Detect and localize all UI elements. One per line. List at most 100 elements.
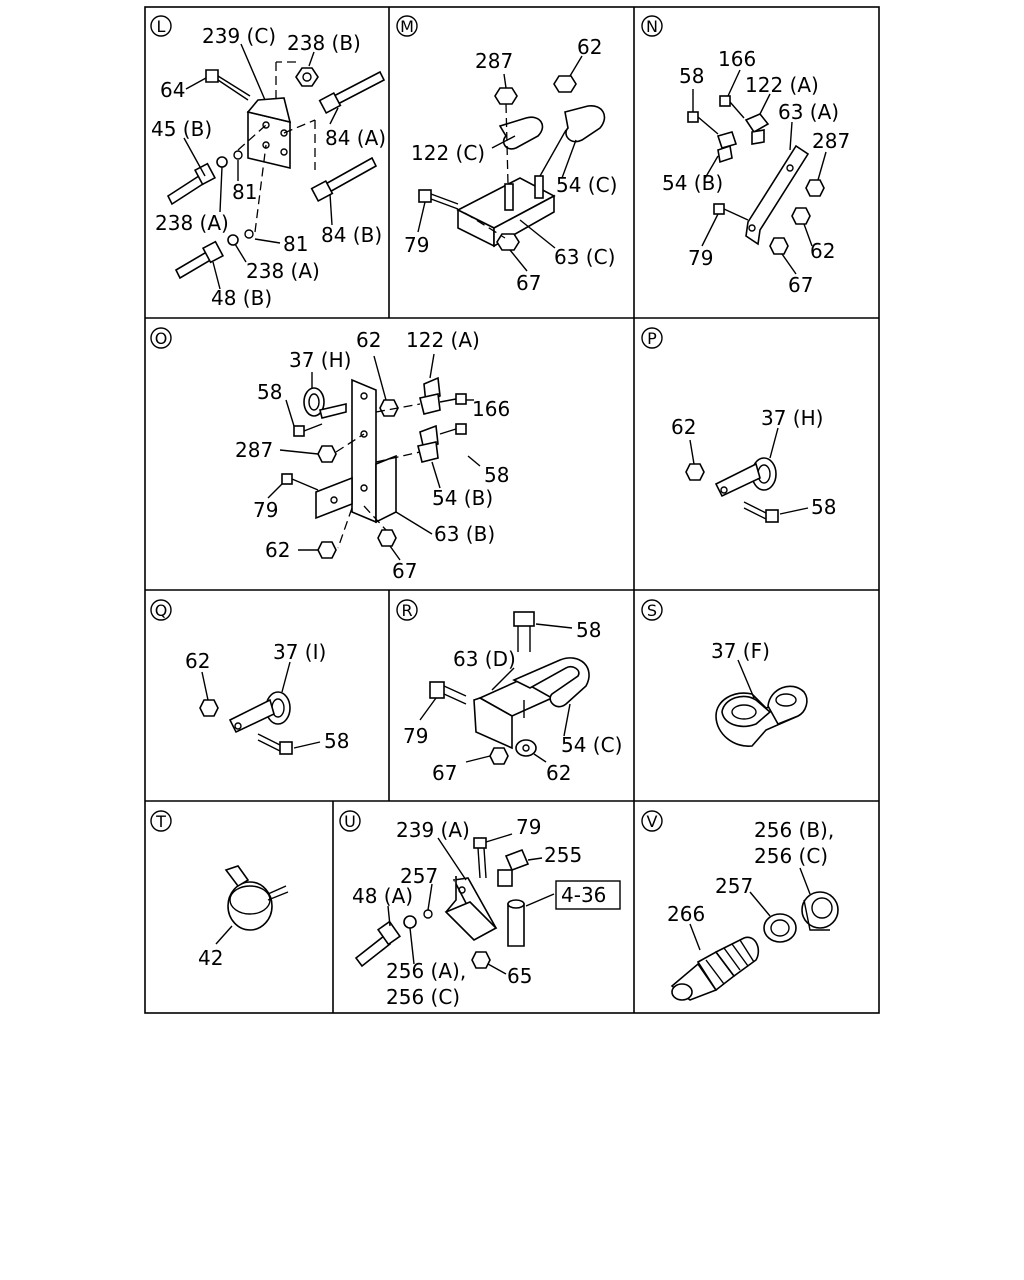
- washer-icon: [763, 913, 797, 943]
- label-79: 79: [403, 724, 428, 748]
- panel-q: Q 62 37 (I) 58: [150, 599, 349, 755]
- label-122a: 122 (A): [745, 73, 819, 97]
- nut-icon: [379, 399, 399, 417]
- nut-icon: [769, 237, 789, 255]
- bolt-icon: [473, 837, 487, 849]
- label-42: 42: [198, 946, 223, 970]
- panel-id: T: [155, 812, 166, 831]
- label-63a: 63 (A): [778, 100, 839, 124]
- label-238a: 238 (A): [246, 259, 320, 283]
- label-79: 79: [253, 498, 278, 522]
- nut-icon: [553, 75, 577, 93]
- clamp-icon: [716, 131, 738, 149]
- label-79: 79: [516, 815, 541, 839]
- label-62: 62: [577, 35, 602, 59]
- clamp-icon: [512, 657, 590, 708]
- bolt-icon: [205, 69, 219, 83]
- bolt-icon: [281, 473, 293, 485]
- label-79: 79: [404, 233, 429, 257]
- bolt-icon: [455, 393, 467, 405]
- label-37h: 37 (H): [289, 348, 351, 372]
- label-58: 58: [811, 495, 836, 519]
- label-63b: 63 (B): [434, 522, 495, 546]
- label-54b: 54 (B): [662, 171, 723, 195]
- label-58: 58: [484, 463, 509, 487]
- bolt-icon: [429, 681, 445, 699]
- label-58: 58: [576, 618, 601, 642]
- label-256c: 256 (C): [754, 844, 828, 868]
- panel-m: M 287 62 122 (C) 54 (C) 79 63 (: [396, 15, 617, 295]
- label-255: 255: [544, 843, 582, 867]
- label-63c: 63 (C): [554, 245, 615, 269]
- panel-s: S 37 (F): [641, 599, 808, 747]
- panel-grid: [144, 6, 880, 1014]
- label-122a: 122 (A): [406, 328, 480, 352]
- bolt-icon: [713, 203, 725, 215]
- label-64: 64: [160, 78, 185, 102]
- label-238b: 238 (B): [287, 31, 361, 55]
- label-166: 166: [472, 397, 510, 421]
- label-62: 62: [356, 328, 381, 352]
- stud-icon: [504, 183, 514, 211]
- nut-icon: [801, 891, 839, 929]
- nut-icon: [805, 179, 825, 197]
- label-81: 81: [283, 232, 308, 256]
- label-58: 58: [324, 729, 349, 753]
- nut-icon: [471, 951, 491, 969]
- label-4-36: 4-36: [561, 883, 606, 907]
- label-63d: 63 (D): [453, 647, 516, 671]
- label-62: 62: [265, 538, 290, 562]
- bolt-icon: [418, 189, 432, 203]
- reference-box: [555, 880, 621, 910]
- label-84a: 84 (A): [325, 126, 386, 150]
- label-287: 287: [235, 438, 273, 462]
- nut-icon: [377, 529, 397, 547]
- bolt-icon: [513, 611, 535, 627]
- panel-l: L: [150, 15, 386, 310]
- label-48a: 48 (A): [352, 884, 413, 908]
- nut-icon: [494, 87, 518, 105]
- label-239c: 239 (C): [202, 24, 276, 48]
- panel-id: S: [647, 601, 657, 620]
- label-257: 257: [400, 864, 438, 888]
- label-256b: 256 (B),: [754, 818, 834, 842]
- label-238a: 238 (A): [155, 211, 229, 235]
- bracket-flange: [473, 697, 513, 750]
- nut-icon: [403, 915, 417, 929]
- panel-id: O: [155, 329, 168, 348]
- panel-id: R: [401, 601, 412, 620]
- label-65: 65: [507, 964, 532, 988]
- bolt-icon: [687, 111, 699, 123]
- label-62: 62: [185, 649, 210, 673]
- panel-id: Q: [155, 601, 168, 620]
- label-62: 62: [810, 239, 835, 263]
- bolt-icon: [455, 423, 467, 435]
- coil-clamp-icon: [303, 387, 325, 417]
- clamp-icon: [564, 105, 606, 143]
- label-37h: 37 (H): [761, 406, 823, 430]
- fitting-icon: [497, 869, 513, 887]
- panel-v: V 256 (B), 256 (C) 257 266: [641, 810, 839, 1001]
- label-166: 166: [718, 47, 756, 71]
- panel-o: O: [150, 327, 510, 583]
- panel-t: T 42: [150, 810, 289, 970]
- bolt-icon: [719, 95, 731, 107]
- bolt-icon: [765, 509, 779, 523]
- nut-icon: [791, 207, 811, 225]
- bolt-icon: [279, 741, 293, 755]
- bracket-plate: [351, 378, 377, 524]
- label-54c: 54 (C): [556, 173, 617, 197]
- panel-n: N 58 166 122 (A) 63 (A) 287 54 (B) 79 62…: [641, 15, 850, 297]
- panel-r: R 58 63 (D) 79 54 (C) 67 62: [396, 599, 622, 785]
- label-122c: 122 (C): [411, 141, 485, 165]
- stud-icon: [534, 175, 544, 199]
- clamp-icon: [744, 113, 770, 134]
- pin-icon: [507, 903, 525, 947]
- label-62: 62: [671, 415, 696, 439]
- label-45b: 45 (B): [151, 117, 212, 141]
- panel-id: V: [647, 812, 658, 831]
- label-37f: 37 (F): [711, 639, 770, 663]
- label-84b: 84 (B): [321, 223, 382, 247]
- bracket-flange: [315, 476, 353, 520]
